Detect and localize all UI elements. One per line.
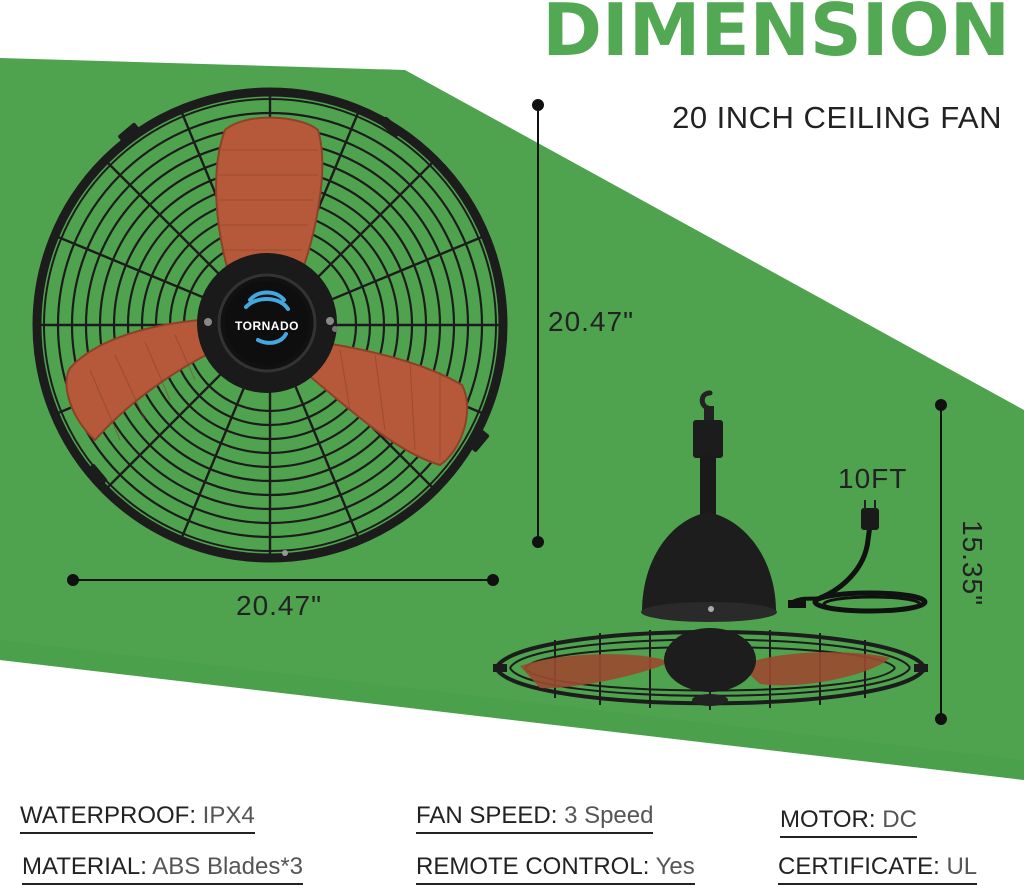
side-height-label: 15.35"	[957, 520, 988, 607]
fan-blade-left	[65, 316, 240, 442]
cord-length-label: 10FT	[838, 463, 908, 494]
spec-material: MATERIAL: ABS Blades*3	[22, 853, 304, 885]
tornado-swirl-icon	[244, 290, 290, 345]
spec-key: FAN SPEED	[416, 802, 551, 829]
side-fan-illustration	[493, 390, 928, 710]
spec-value: Yes	[655, 853, 695, 880]
fan-blade-top	[215, 116, 324, 290]
band-lower-shade	[0, 640, 1024, 780]
spec-key: CERTIFICATE	[778, 853, 934, 880]
page-title: DIMENSION	[542, 0, 1010, 72]
spec-key: MATERIAL	[22, 853, 141, 880]
spec-remote-control: REMOTE CONTROL: Yes	[416, 853, 695, 885]
spec-waterproof: WATERPROOF: IPX4	[20, 802, 255, 834]
spec-key: REMOTE CONTROL	[416, 853, 643, 880]
spec-value: DC	[882, 806, 917, 833]
spec-key: MOTOR	[780, 806, 869, 833]
spec-fan-speed: FAN SPEED: 3 Speed	[416, 802, 654, 834]
spec-value: ABS Blades*3	[152, 853, 304, 880]
spec-motor: MOTOR: DC	[780, 806, 917, 838]
brand-logo-text: TORNADO	[235, 319, 299, 333]
spec-value: UL	[946, 853, 978, 880]
spec-value: IPX4	[202, 802, 255, 829]
front-height-label: 20.47"	[548, 306, 635, 337]
tornado-logo-badge	[225, 281, 309, 365]
front-fan-illustration	[32, 87, 508, 563]
spec-certificate: CERTIFICATE: UL	[778, 853, 978, 885]
page-subtitle: 20 INCH CEILING FAN	[672, 100, 1002, 135]
spec-key: WATERPROOF	[20, 802, 190, 829]
front-width-label: 20.47"	[236, 590, 323, 621]
dimension-lines	[67, 99, 947, 725]
spec-value: 3 Speed	[564, 802, 654, 829]
